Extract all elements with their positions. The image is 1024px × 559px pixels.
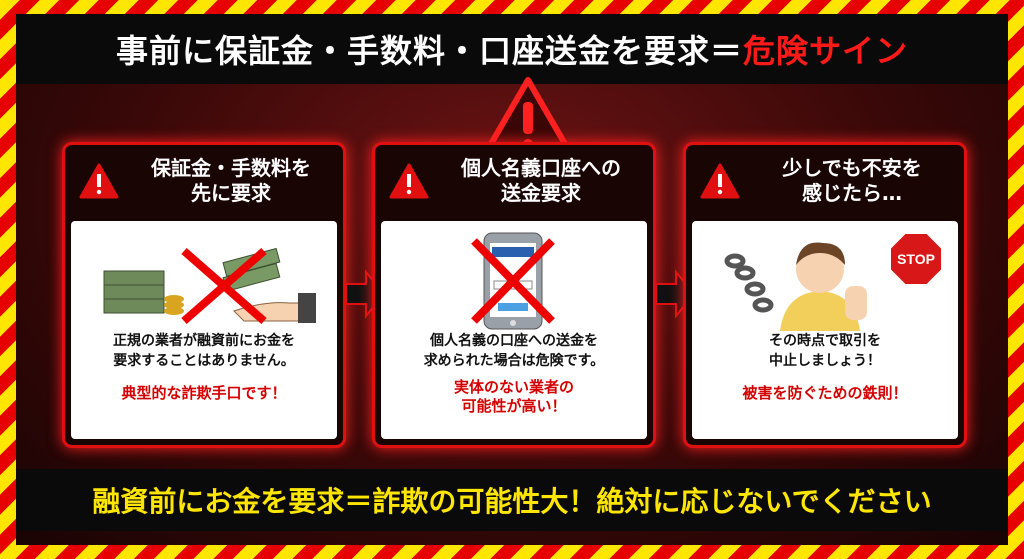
card-heading: 保証金・手数料を 先に要求 <box>151 156 311 205</box>
warning-icon <box>700 163 740 199</box>
stop-sign-icon: STOP <box>889 232 943 286</box>
warning-icon <box>79 163 119 199</box>
card-deposit-demand: 保証金・手数料を 先に要求 正規の業者が融資前にお金を 要求することはありません… <box>62 142 346 448</box>
card-personal-account: 個人名義口座への 送金要求 個人名義の口座への送金を 求められた場合は危険です。… <box>372 142 656 448</box>
card-stop-if-anxious: 少しでも不安を 感じたら… STOP その時点で取引を 中止しましょう！ 被害を… <box>683 142 967 448</box>
card-heading: 少しでも不安を 感じたら… <box>782 156 922 205</box>
card-description: 個人名義の口座への送金を 求められた場合は危険です。 <box>423 333 605 370</box>
card-alert: 被害を防ぐための鉄則！ <box>742 383 908 402</box>
person-stop-image: STOP <box>692 231 958 331</box>
card-alert: 実体のない業者の 可能性が高い！ <box>453 377 574 416</box>
title-banner: 事前に保証金・手数料・口座送金を要求＝危険サイン <box>16 14 1008 84</box>
title-danger: 危険サイン <box>743 32 909 70</box>
card-heading: 個人名義口座への 送金要求 <box>461 156 621 205</box>
poster: 事前に保証金・手数料・口座送金を要求＝危険サイン 保証金・手数料を 先に要求 正… <box>16 14 1008 545</box>
warning-icon <box>389 163 429 199</box>
card-alert: 典型的な詐欺手口です！ <box>121 383 287 402</box>
money-handover-image <box>71 231 337 331</box>
card-description: その時点で取引を 中止しましょう！ <box>769 333 881 370</box>
svg-text:STOP: STOP <box>897 251 935 267</box>
footer-text: 融資前にお金を要求＝詐欺の可能性大！絶対に応じないでください <box>92 485 932 518</box>
title-text: 事前に保証金・手数料・口座送金を要求＝ <box>115 32 743 70</box>
footer-banner: 融資前にお金を要求＝詐欺の可能性大！絶対に応じないでください <box>16 469 1008 531</box>
card-description: 正規の業者が融資前にお金を 要求することはありません。 <box>113 333 295 370</box>
smartphone-transfer-image <box>381 231 647 331</box>
